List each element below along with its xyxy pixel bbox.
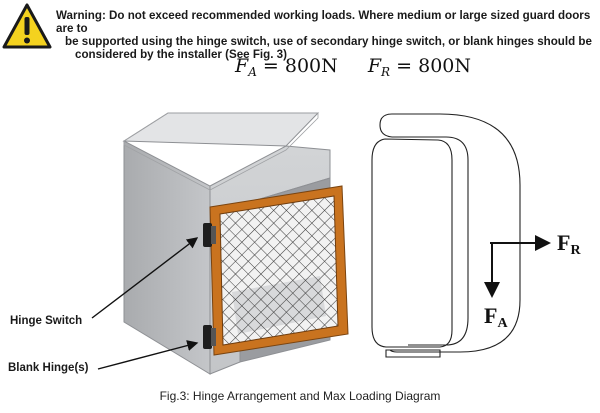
guard-door bbox=[209, 185, 349, 356]
warning-line-2: be supported using the hinge switch, use… bbox=[65, 35, 592, 48]
hinge-switch bbox=[203, 223, 216, 247]
fr-label-main: F bbox=[557, 230, 571, 255]
blank-hinge bbox=[203, 325, 216, 349]
fr-value: = 800N bbox=[396, 55, 471, 77]
warning-line-1: Warning: Do not exceed recommended worki… bbox=[56, 9, 591, 35]
warning-triangle-icon bbox=[2, 3, 52, 49]
fa-label: FA bbox=[484, 303, 508, 332]
hinge-switch-label: Hinge Switch bbox=[10, 315, 83, 327]
fa-label-sub: A bbox=[497, 316, 508, 331]
blank-hinge-leader bbox=[97, 340, 199, 370]
hinge-switch-leader bbox=[91, 237, 199, 319]
fr-subscript: R bbox=[381, 65, 391, 79]
fr-label: FR bbox=[557, 230, 581, 259]
figure-caption: Fig.3: Hinge Arrangement and Max Loading… bbox=[159, 389, 441, 403]
handle-outline bbox=[371, 113, 521, 358]
fa-subscript: A bbox=[248, 65, 257, 79]
fr-symbol: F bbox=[367, 55, 382, 77]
warning-text: Warning: Do not exceed recommended worki… bbox=[56, 9, 596, 61]
fa-label-main: F bbox=[484, 303, 498, 328]
load-formula: FA = 800N FR = 800N bbox=[235, 55, 471, 79]
fr-label-sub: R bbox=[570, 243, 581, 258]
warning-line-3: considered by the installer (See Fig. 3) bbox=[75, 48, 287, 61]
fa-symbol: F bbox=[235, 55, 249, 77]
fa-value: = 800N bbox=[262, 55, 338, 77]
blank-hinges-label: Blank Hinge(s) bbox=[8, 362, 89, 374]
